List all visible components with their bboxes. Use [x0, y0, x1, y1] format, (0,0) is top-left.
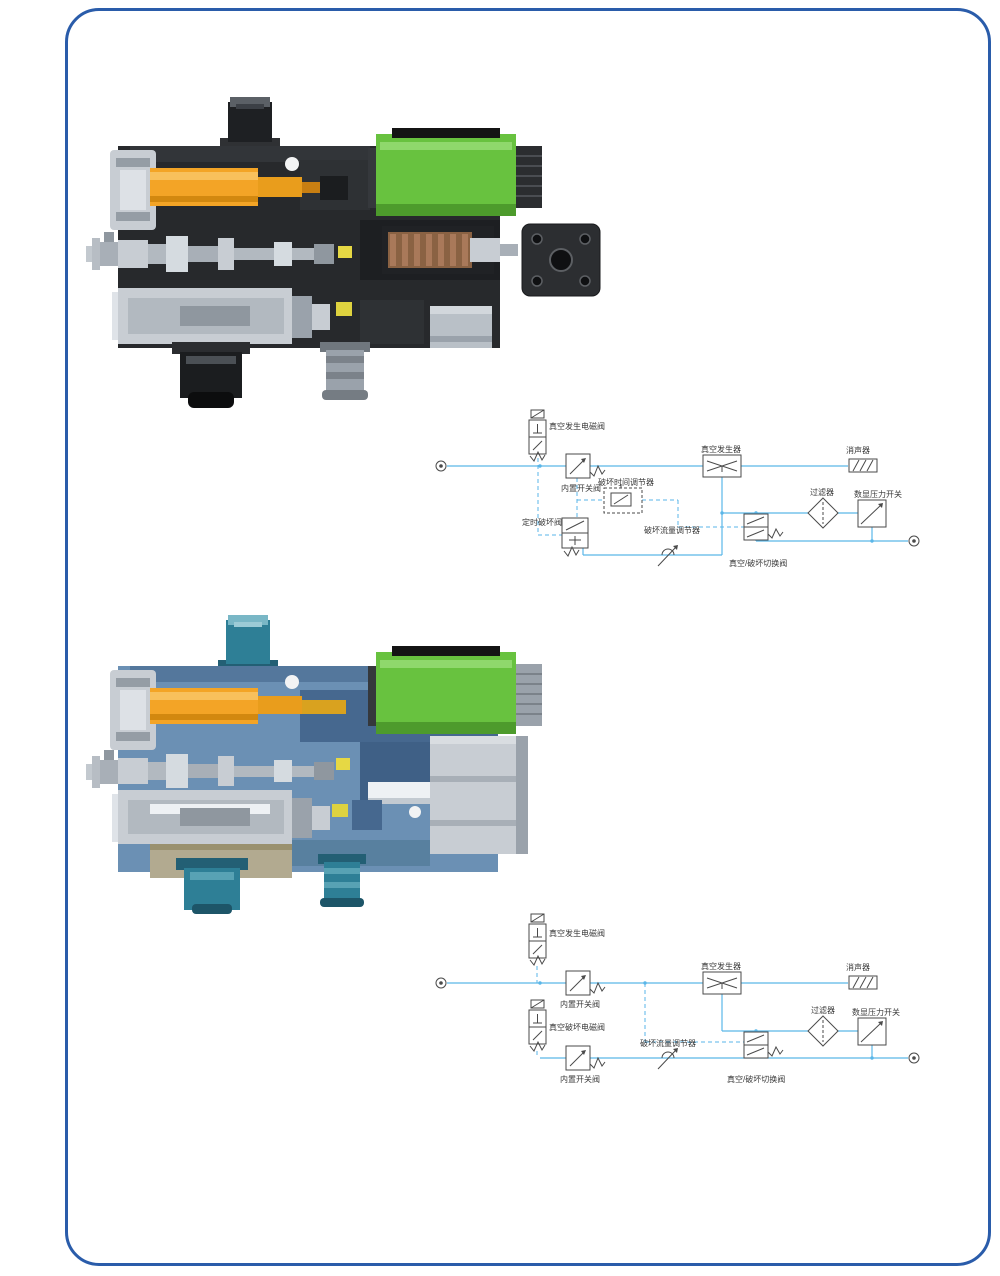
switching-valve-symbol: [743, 513, 784, 541]
label-builtin-switch: 内置开关阀: [561, 483, 601, 493]
builtin-switch-valve-2-symbol: [565, 1045, 606, 1071]
label-break-flow-regulator: 破坏流量调节器: [644, 525, 700, 535]
green-solenoid-unit: [368, 646, 542, 734]
label-filter: 过滤器: [811, 1005, 835, 1015]
spool-row: [118, 236, 352, 272]
vacuum-break-solenoid-valve-symbol: [528, 999, 547, 1052]
pilot-line-1: [537, 458, 562, 536]
connector-fins: [516, 146, 542, 208]
right-plate-silver: [430, 736, 528, 854]
pad-port-symbol: [908, 1052, 920, 1064]
bottom-port-right-teal: [318, 854, 366, 907]
muffler-symbol: [848, 975, 878, 990]
spring-assembly: [382, 226, 518, 274]
top-port: [220, 97, 280, 150]
label-break-flow-regulator: 破坏流量调节器: [640, 1038, 696, 1048]
builtin-switch-valve-1-symbol: [565, 970, 606, 996]
label-vacuum-generator: 真空发生器: [701, 444, 741, 454]
label-builtin-switch-1: 内置开关阀: [560, 999, 600, 1009]
left-end-cap: [110, 670, 156, 750]
body-hole: [285, 157, 299, 171]
label-vacuum-generator: 真空发生器: [701, 961, 741, 971]
muffler-symbol: [848, 458, 878, 473]
break-flow-regulator-symbol: [657, 545, 678, 567]
top-port-teal: [218, 615, 278, 672]
label-filter: 过滤器: [810, 487, 834, 497]
connector-fins: [516, 664, 542, 726]
break-flow-line: [582, 548, 722, 556]
label-vacuum-gen-solenoid: 真空发生电磁阀: [549, 421, 605, 431]
junction-dot: [643, 981, 647, 985]
bottom-port-left: [172, 342, 250, 408]
body-hole-2: [409, 806, 421, 818]
pressure-switch-symbol: [857, 499, 887, 528]
left-end-cap: [110, 150, 156, 230]
vacuum-solenoid-valve-symbol: [528, 913, 547, 966]
mounting-plate: [521, 223, 601, 297]
pad-line: [755, 540, 908, 542]
lower-cylinder: [112, 790, 382, 844]
pressure-switch-symbol: [857, 1017, 887, 1046]
timed-break-valve-symbol: [561, 517, 589, 557]
label-builtin-switch-2: 内置开关阀: [560, 1074, 600, 1084]
spool-row-upper: [118, 754, 350, 788]
label-switching-valve: 真空/破坏切换阀: [729, 558, 787, 568]
break-flow-regulator-symbol: [657, 1048, 678, 1070]
builtin-switch-valve-symbol: [565, 453, 606, 479]
orange-piston: [150, 168, 348, 206]
left-fittings: [86, 750, 118, 788]
pneumatic-circuit-double-solenoid-type: 真空发生电磁阀 内置开关阀 真空破坏电磁阀 内置开关阀 破坏流量调节器 真空发生…: [435, 913, 920, 1084]
junction-dot: [538, 464, 542, 468]
bottom-port-right: [320, 342, 370, 400]
label-switching-valve: 真空/破坏切换阀: [727, 1074, 785, 1084]
filter-symbol: [807, 497, 839, 529]
filter-symbol: [807, 1015, 839, 1047]
orange-piston: [150, 688, 346, 724]
lower-cylinder: [112, 288, 352, 344]
switching-valve-symbol: [743, 1031, 784, 1059]
left-fittings: [86, 232, 118, 270]
label-muffler: 消声器: [846, 962, 870, 972]
vacuum-solenoid-valve-symbol: [528, 409, 547, 462]
pilot-line-3: [644, 983, 744, 1043]
junction-dot: [870, 1056, 874, 1060]
vacuum-generator-symbol: [702, 454, 742, 478]
vacuum-generator-symbol: [702, 971, 742, 995]
page-border: [65, 8, 991, 1266]
label-muffler: 消声器: [846, 445, 870, 455]
green-solenoid-unit: [368, 128, 542, 216]
junction-dot: [538, 981, 542, 985]
junction-dot: [870, 539, 874, 543]
label-timed-break-valve: 定时破坏阀: [522, 517, 562, 527]
bottom-port-left-teal: [176, 858, 248, 914]
supply-port-symbol: [435, 460, 447, 472]
label-pressure-switch: 数显压力开关: [852, 1007, 900, 1017]
junction-dot: [720, 511, 724, 515]
pad-port-symbol: [908, 535, 920, 547]
label-vacuum-gen-solenoid: 真空发生电磁阀: [549, 928, 605, 938]
label-pressure-switch: 数显压力开关: [854, 489, 902, 499]
pneumatic-circuit-timer-type: 真空发生电磁阀 内置开关阀 破坏时间调节器 定时破坏阀 破坏流量调节器 真空发生…: [435, 409, 920, 568]
pilot-line-3: [577, 499, 744, 528]
cutaway-illustration-blue: [86, 615, 542, 914]
lower-right-block: [430, 306, 492, 348]
body-hole: [285, 675, 299, 689]
label-break-time-regulator: 破坏时间调节器: [598, 477, 654, 487]
label-vacuum-break-solenoid: 真空破坏电磁阀: [549, 1022, 605, 1032]
cutaway-illustration-dark: [86, 97, 601, 408]
break-time-regulator-symbol: [603, 484, 643, 514]
supply-port-symbol: [435, 977, 447, 989]
